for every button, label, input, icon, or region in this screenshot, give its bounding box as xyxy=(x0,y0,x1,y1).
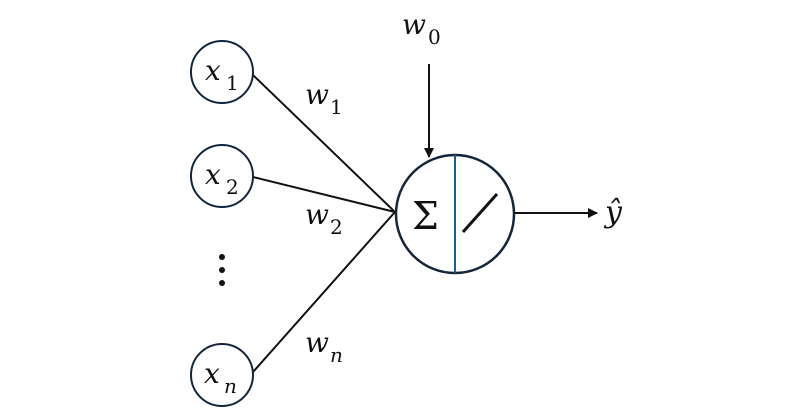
edge-x2 xyxy=(252,176,396,213)
svg-text:w: w xyxy=(305,326,329,359)
weight-label-wn: w n xyxy=(305,326,343,367)
output-label: ŷ xyxy=(603,195,623,230)
input-node-x2: x 2 xyxy=(190,144,254,208)
svg-text:n: n xyxy=(330,343,343,367)
input-sub: 1 xyxy=(226,71,239,95)
input-var: x xyxy=(205,54,221,87)
weight-label-w2: w 2 xyxy=(305,198,343,239)
input-var: x xyxy=(204,357,220,390)
svg-text:2: 2 xyxy=(330,215,343,239)
svg-text:w: w xyxy=(402,8,426,41)
linear-activation-icon xyxy=(461,192,499,234)
bias-label-w0: w 0 xyxy=(402,8,441,49)
input-sub: 2 xyxy=(226,175,239,199)
edge-x1 xyxy=(252,74,396,213)
sum-symbol: Σ xyxy=(412,194,439,238)
weight-label-w1: w 1 xyxy=(305,78,343,119)
input-var: x xyxy=(205,158,221,191)
svg-text:1: 1 xyxy=(330,95,343,119)
ellipsis xyxy=(219,254,225,286)
neuron-node: Σ xyxy=(394,153,516,275)
svg-text:w: w xyxy=(305,198,329,231)
input-sub: n xyxy=(224,374,237,398)
svg-text:w: w xyxy=(305,78,329,111)
edge-xn xyxy=(252,211,396,373)
input-node-xn: x n xyxy=(190,343,254,407)
svg-text:0: 0 xyxy=(428,25,441,49)
input-node-x1: x 1 xyxy=(190,40,254,104)
